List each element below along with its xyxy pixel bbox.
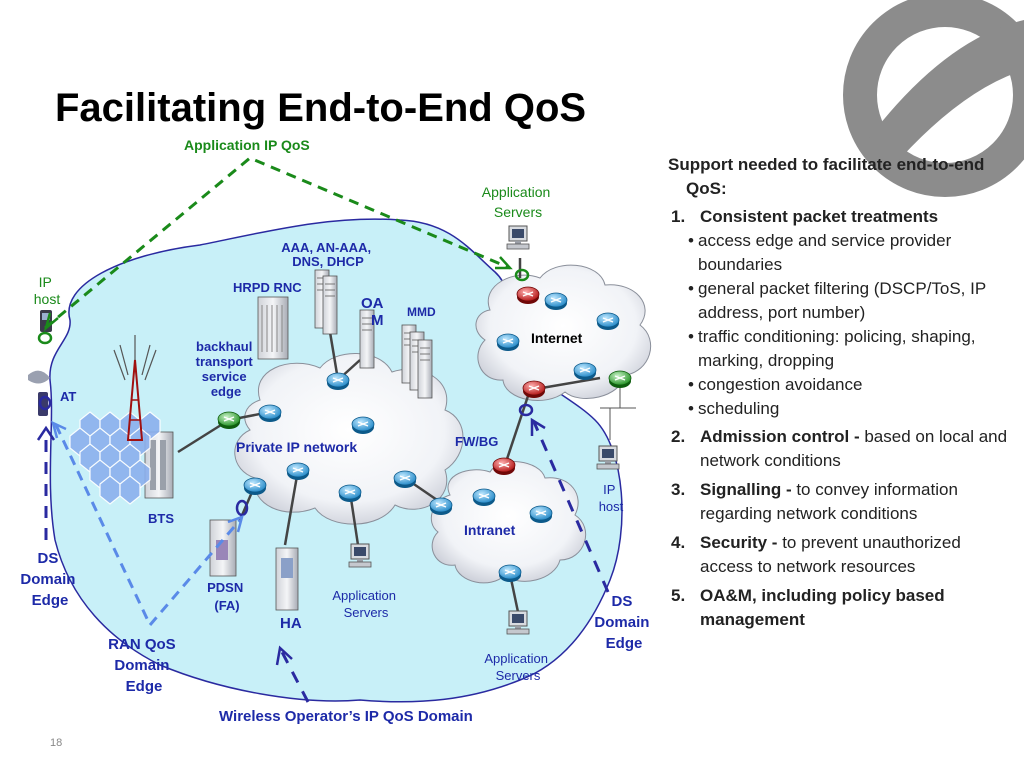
hrpd-rnc-label: HRPD RNC bbox=[233, 280, 302, 295]
ds-domain-edge-right-path bbox=[532, 421, 610, 593]
router-icon bbox=[286, 462, 310, 481]
ds-domain-edge-left-label: DS Domain Edge bbox=[20, 550, 79, 609]
ds-domain-edge-right-label: DS Domain Edge bbox=[594, 593, 653, 652]
edge-router-green-icon bbox=[608, 370, 632, 389]
router-icon bbox=[496, 333, 520, 352]
list-item: 2. Admission control - based on local an… bbox=[668, 425, 1018, 473]
list-item: 4. Security - to prevent unauthorized ac… bbox=[668, 531, 1018, 579]
router-icon bbox=[573, 362, 597, 381]
sub-bullet: •general packet filtering (DSCP/ToS, IP … bbox=[688, 279, 986, 322]
intranet-label: Intranet bbox=[464, 522, 516, 538]
backhaul-router-icon bbox=[217, 411, 241, 430]
router-icon bbox=[498, 564, 522, 583]
item-number: 5. bbox=[671, 586, 686, 605]
ip-host-pc-icon bbox=[596, 445, 620, 470]
private-ip-network-label: Private IP network bbox=[236, 439, 357, 455]
backhaul-transport-label: backhaul transport service edge bbox=[196, 339, 257, 399]
cell-coverage-hexgrid bbox=[69, 411, 161, 505]
edge-router-red-icon bbox=[522, 380, 546, 399]
panel-intro: Support needed to facilitate end-to-end … bbox=[668, 155, 985, 198]
application-servers-top-label: Application Servers bbox=[482, 184, 554, 220]
sub-bullet-text: general packet filtering (DSCP/ToS, IP a… bbox=[698, 279, 986, 322]
list-item: 1. Consistent packet treatments bbox=[668, 205, 1018, 229]
aaa-server-rack-icon bbox=[314, 269, 338, 335]
pdsn-fa-label: PDSN (FA) bbox=[207, 580, 247, 613]
sub-bullet-text: congestion avoidance bbox=[698, 375, 863, 394]
item-text: to prevent unauthorized access to networ… bbox=[700, 533, 961, 576]
slide-title: Facilitating End-to-End QoS bbox=[55, 86, 586, 130]
item-heading: OA&M, including policy based management bbox=[700, 586, 945, 629]
application-servers-pc-icon bbox=[506, 610, 530, 635]
item-number: 2. bbox=[671, 427, 686, 446]
router-icon bbox=[544, 292, 568, 311]
router-icon bbox=[596, 312, 620, 331]
item-heading: Admission control - bbox=[700, 427, 860, 446]
bts-label: BTS bbox=[148, 511, 174, 526]
internet-label: Internet bbox=[531, 330, 583, 346]
application-servers-pc-icon bbox=[348, 543, 372, 568]
at-label: AT bbox=[60, 389, 76, 404]
item-number: 4. bbox=[671, 533, 686, 552]
sub-bullet: •traffic conditioning: policing, shaping… bbox=[688, 327, 976, 370]
sub-bullet-text: access edge and service provider boundar… bbox=[698, 231, 952, 274]
application-servers-pc-icon bbox=[506, 225, 530, 250]
oam-label: OA M bbox=[361, 295, 387, 329]
application-ip-qos-label: Application IP QoS bbox=[184, 137, 310, 153]
application-servers-mid-label: Application Servers bbox=[332, 588, 399, 620]
ip-host-left-label: IP host bbox=[34, 274, 61, 307]
sub-bullet: •scheduling bbox=[688, 399, 780, 418]
ran-qos-domain-edge-path bbox=[54, 424, 242, 628]
sub-bullet: •access edge and service provider bounda… bbox=[688, 231, 952, 274]
ran-qos-domain-edge-label: RAN QoS Domain Edge bbox=[108, 636, 180, 695]
item-number: 3. bbox=[671, 480, 686, 499]
sub-bullet-text: scheduling bbox=[698, 399, 780, 418]
ip-host-right-label: IP host bbox=[599, 482, 624, 514]
item-text: to convey information regarding network … bbox=[700, 480, 958, 523]
wireless-operator-qos-path bbox=[280, 651, 310, 703]
qos-support-panel: Support needed to facilitate end-to-end … bbox=[668, 153, 1018, 632]
router-icon bbox=[351, 416, 375, 435]
hrpd-rnc-rack-icon bbox=[257, 296, 289, 360]
router-icon bbox=[529, 505, 553, 524]
router-icon bbox=[338, 484, 362, 503]
item-text: based on local and network conditions bbox=[700, 427, 1008, 470]
mmd-label: MMD bbox=[407, 305, 436, 319]
ha-server-icon bbox=[275, 547, 299, 611]
sub-bullet-text: traffic conditioning: policing, shaping, bbox=[698, 327, 976, 346]
application-servers-bottom-label: Application Servers bbox=[484, 651, 551, 683]
router-icon bbox=[326, 372, 350, 391]
cell-tower-icon bbox=[113, 335, 157, 441]
item-heading: Signalling - bbox=[700, 480, 792, 499]
aaa-dns-dhcp-label: AAA, AN-AAA, DNS, DHCP bbox=[281, 240, 374, 269]
router-icon bbox=[393, 470, 417, 489]
router-icon bbox=[472, 488, 496, 507]
edge-router-red-icon bbox=[516, 286, 540, 305]
list-item: 3. Signalling - to convey information re… bbox=[668, 478, 1018, 526]
router-icon bbox=[258, 404, 282, 423]
router-icon bbox=[243, 477, 267, 496]
sub-bullet-continuation: marking, dropping bbox=[698, 351, 835, 370]
list-item: 5. OA&M, including policy based manageme… bbox=[668, 584, 1018, 632]
qos-marker-rings bbox=[37, 268, 534, 517]
ha-label: HA bbox=[280, 615, 302, 632]
wireless-operator-domain-label: Wireless Operator’s IP QoS Domain bbox=[219, 708, 473, 725]
sub-bullet: •congestion avoidance bbox=[688, 375, 863, 394]
fw-bg-label: FW/BG bbox=[455, 434, 498, 449]
item-heading: Consistent packet treatments bbox=[700, 207, 939, 226]
logo-icon bbox=[843, 0, 1024, 197]
page-number: 18 bbox=[50, 737, 63, 749]
fw-router-red-icon bbox=[492, 457, 516, 476]
router-icon bbox=[429, 497, 453, 516]
pdsn-server-icon bbox=[209, 519, 237, 577]
sub-bullets: •access edge and service provider bounda… bbox=[668, 229, 1018, 421]
item-heading: Security - bbox=[700, 533, 778, 552]
item-number: 1. bbox=[671, 207, 686, 226]
application-ip-qos-path bbox=[44, 156, 511, 330]
